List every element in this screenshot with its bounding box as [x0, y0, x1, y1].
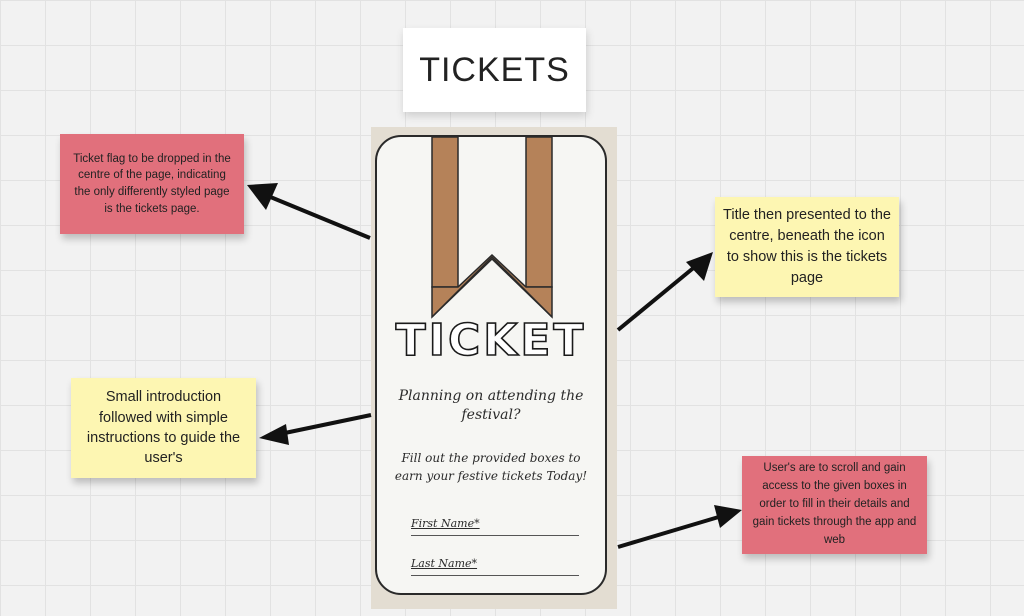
bookmark-flag-icon	[431, 137, 553, 319]
sticky-note-title[interactable]: Title then presented to the centre, bene…	[715, 197, 899, 297]
sticky-note-text: User's are to scroll and gain access to …	[752, 462, 917, 546]
sticky-note-text: Ticket flag to be dropped in the centre …	[73, 152, 231, 215]
arrow-icon[interactable]	[617, 505, 742, 549]
arrow-icon[interactable]	[247, 183, 371, 240]
sketch-heading: TICKET	[395, 314, 587, 367]
sticky-note-text: Title then presented to the centre, bene…	[723, 206, 891, 287]
last-name-label: Last Name*	[411, 557, 478, 570]
sketch-instructions-text: Fill out the provided boxes to earn your…	[394, 451, 588, 483]
sticky-note-text: Small introduction followed with simple …	[86, 389, 241, 467]
sketch-intro-text: Planning on attending the festival?	[398, 388, 584, 423]
page-title-note[interactable]: TICKETS	[403, 28, 586, 112]
sticky-note-scroll[interactable]: User's are to scroll and gain access to …	[742, 456, 927, 554]
wireframe-sketch-image[interactable]: TICKET Planning on attending the festiva…	[371, 127, 617, 609]
first-name-field[interactable]: First Name*	[411, 517, 579, 536]
sticky-note-flag[interactable]: Ticket flag to be dropped in the centre …	[60, 134, 244, 234]
sticky-note-intro[interactable]: Small introduction followed with simple …	[71, 378, 256, 478]
arrow-icon[interactable]	[259, 413, 372, 445]
last-name-field[interactable]: Last Name*	[411, 557, 579, 576]
arrow-icon[interactable]	[616, 252, 713, 332]
first-name-label: First Name*	[411, 517, 480, 530]
page-title: TICKETS	[419, 50, 570, 89]
phone-outline: TICKET Planning on attending the festiva…	[375, 135, 607, 595]
